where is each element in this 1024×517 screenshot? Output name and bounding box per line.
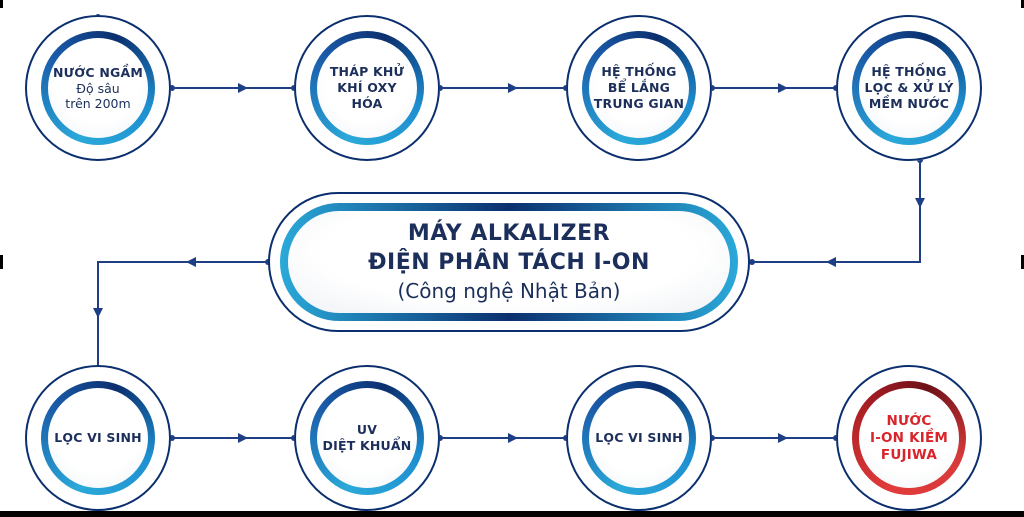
node-subtitle: trên 200m (65, 96, 131, 111)
node-ring (836, 365, 982, 511)
node-alkaline-ion-water: NƯỚC I-ON KIỀM FUJIWA (836, 365, 982, 511)
node-label: LỌC VI SINH (595, 430, 683, 445)
node-core: HỆ THỐNG BỂ LẮNG TRUNG GIAN (589, 38, 689, 138)
node-core: HỆ THỐNG LỌC & XỬ LÝ MỀM NƯỚC (859, 38, 959, 138)
node-label: THÁP KHỬ (329, 64, 405, 79)
node-ring (566, 15, 712, 161)
node-core: UV DIỆT KHUẨN (317, 388, 417, 488)
node-band: THÁP KHỬ KHÍ OXY HÓA (310, 31, 424, 145)
arrow-head (508, 83, 518, 93)
node-oxidation-tower: THÁP KHỬ KHÍ OXY HÓA (294, 15, 440, 161)
node-ring (836, 15, 982, 161)
frame-edge-left-mid (0, 255, 3, 269)
connector-dot (749, 259, 755, 265)
node-label: LỌC & XỬ LÝ (864, 80, 954, 95)
node-band: NƯỚC I-ON KIỀM FUJIWA (852, 381, 966, 495)
node-label: LỌC VI SINH (54, 430, 142, 445)
arrow-head (915, 198, 925, 208)
connector-n4-center (752, 160, 921, 263)
node-label: DIỆT KHUẨN (322, 438, 412, 453)
arrow-head (93, 308, 103, 318)
node-label: TRUNG GIAN (593, 96, 685, 111)
node-band: NƯỚC NGẦM Độ sâu trên 200m (41, 31, 155, 145)
arrow-head (778, 433, 788, 443)
node-ring (25, 15, 171, 161)
frame-edge-bottom (0, 511, 1024, 517)
arrow-head (238, 83, 248, 93)
node-microbial-filter-2: LỌC VI SINH (566, 365, 712, 511)
node-ring (25, 365, 171, 511)
center-note: (Công nghệ Nhật Bản) (397, 279, 621, 303)
node-groundwater: NƯỚC NGẦM Độ sâu trên 200m (25, 15, 171, 161)
node-band: LỌC VI SINH (582, 381, 696, 495)
node-label: KHÍ OXY (337, 80, 397, 95)
node-band: UV DIỆT KHUẨN (310, 381, 424, 495)
arrow-head (826, 257, 836, 267)
arrow-head (238, 433, 248, 443)
node-label: FUJIWA (880, 446, 938, 463)
node-subtitle: Độ sâu (76, 81, 120, 96)
node-core: LỌC VI SINH (48, 388, 148, 488)
node-label: HÓA (351, 96, 383, 111)
frame-edge-top-right (1021, 0, 1024, 8)
frame-edge-right-mid (1021, 255, 1024, 269)
center-core: MÁY ALKALIZER ĐIỆN PHÂN TÁCH I-ON (Công … (288, 211, 730, 313)
node-ring (294, 15, 440, 161)
connector-center-n5 (97, 261, 268, 372)
node-band: LỌC VI SINH (41, 381, 155, 495)
frame-edge-top-left (0, 0, 3, 8)
center-band: MÁY ALKALIZER ĐIỆN PHÂN TÁCH I-ON (Công … (280, 203, 738, 321)
node-label: NƯỚC (886, 412, 932, 429)
arrow-head (186, 257, 196, 267)
node-microbial-filter-1: LỌC VI SINH (25, 365, 171, 511)
node-label: UV (356, 422, 378, 437)
node-label: MỀM NƯỚC (868, 96, 950, 111)
node-ring (294, 365, 440, 511)
center-title: MÁY ALKALIZER (407, 221, 611, 246)
node-label: HỆ THỐNG (601, 64, 677, 79)
center-subtitle: ĐIỆN PHÂN TÁCH I-ON (368, 250, 650, 275)
node-core: NƯỚC NGẦM Độ sâu trên 200m (48, 38, 148, 138)
node-uv-sterilizer: UV DIỆT KHUẨN (294, 365, 440, 511)
center-alkalizer-machine: MÁY ALKALIZER ĐIỆN PHÂN TÁCH I-ON (Công … (268, 192, 750, 332)
node-settling-tank: HỆ THỐNG BỂ LẮNG TRUNG GIAN (566, 15, 712, 161)
node-band: HỆ THỐNG BỂ LẮNG TRUNG GIAN (582, 31, 696, 145)
arrow-head (778, 83, 788, 93)
node-label: I-ON KIỀM (869, 429, 949, 446)
node-band: HỆ THỐNG LỌC & XỬ LÝ MỀM NƯỚC (852, 31, 966, 145)
node-core: NƯỚC I-ON KIỀM FUJIWA (859, 388, 959, 488)
node-label: HỆ THỐNG (871, 64, 947, 79)
node-title: NƯỚC NGẦM (53, 65, 143, 80)
node-label: BỂ LẮNG (607, 80, 671, 95)
node-core: LỌC VI SINH (589, 388, 689, 488)
node-softening-system: HỆ THỐNG LỌC & XỬ LÝ MỀM NƯỚC (836, 15, 982, 161)
node-ring (566, 365, 712, 511)
arrow-head (508, 433, 518, 443)
node-core: THÁP KHỬ KHÍ OXY HÓA (317, 38, 417, 138)
